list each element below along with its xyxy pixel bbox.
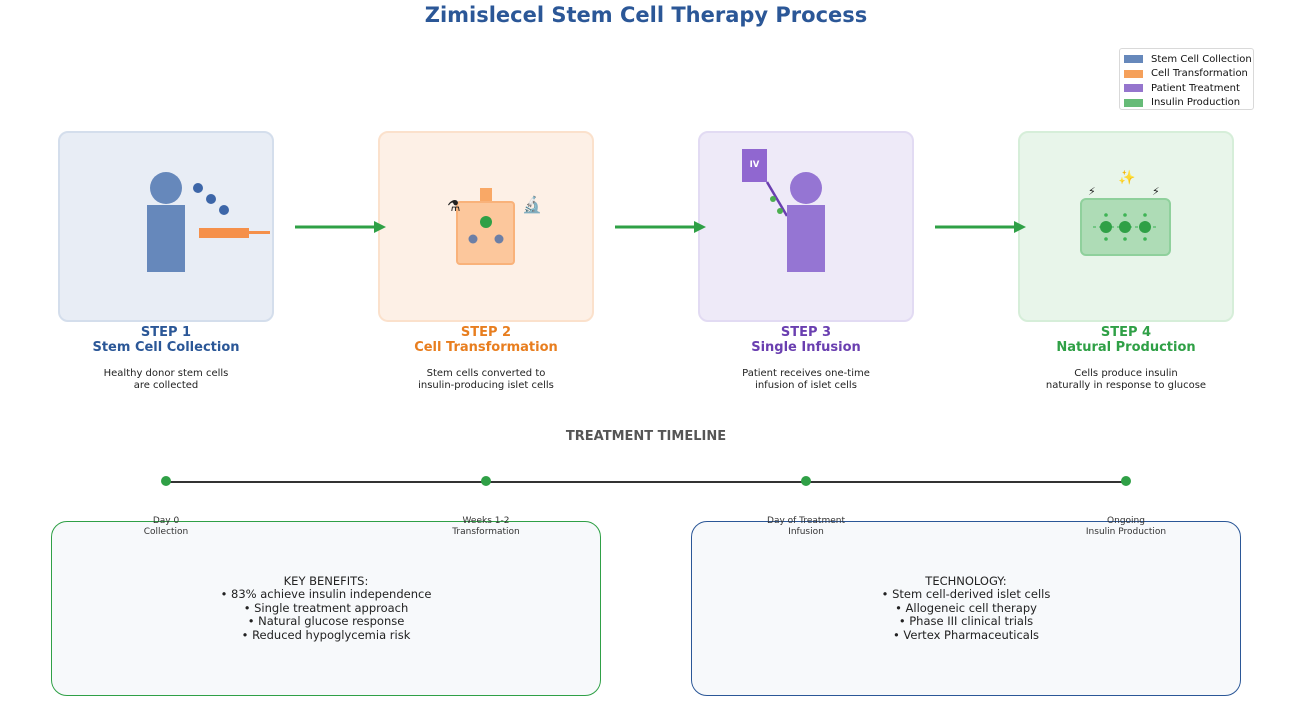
timeline-dot bbox=[481, 476, 491, 486]
legend-swatch bbox=[1124, 55, 1143, 64]
timeline-dot bbox=[161, 476, 171, 486]
step3-name: Single Infusion bbox=[751, 340, 861, 355]
arrow-icon bbox=[615, 221, 706, 233]
legend-item: Patient Treatment bbox=[1124, 81, 1253, 96]
benefit-item: • 83% achieve insulin independence bbox=[220, 587, 432, 602]
technology-item: • Allogeneic cell therapy bbox=[895, 600, 1037, 615]
arrow-icon bbox=[295, 221, 386, 233]
legend-label: Cell Transformation bbox=[1151, 68, 1248, 80]
legend-label: Insulin Production bbox=[1151, 97, 1241, 109]
technology-box: TECHNOLOGY: • Stem cell-derived islet ce… bbox=[691, 521, 1241, 696]
legend-item: Insulin Production bbox=[1124, 96, 1253, 111]
benefit-item: • Natural glucose response bbox=[247, 614, 405, 629]
timeline-dot bbox=[1121, 476, 1131, 486]
step2-name: Cell Transformation bbox=[414, 340, 558, 355]
syringe-icon bbox=[199, 228, 270, 238]
step2-number: STEP 2 bbox=[460, 325, 512, 340]
patient-person-icon bbox=[787, 172, 825, 272]
step3-number: STEP 3 bbox=[780, 325, 832, 340]
timeline-title: TREATMENT TIMELINE bbox=[565, 429, 727, 444]
flask-icon: ⚗ bbox=[447, 197, 461, 215]
page-title: Zimislecel Stem Cell Therapy Process bbox=[424, 3, 868, 27]
timeline-line bbox=[166, 481, 1126, 483]
step1-number: STEP 1 bbox=[140, 325, 192, 340]
iv-label: IV bbox=[749, 160, 760, 170]
benefit-item: • Reduced hypoglycemia risk bbox=[241, 627, 411, 642]
microscope-icon: 🔬 bbox=[522, 195, 542, 214]
benefit-item: • Single treatment approach bbox=[243, 600, 409, 615]
key-benefits-box: KEY BENEFITS: • 83% achieve insulin inde… bbox=[51, 521, 601, 696]
legend: Stem Cell Collection Cell Transformation… bbox=[1119, 48, 1254, 110]
islet-cells-icon bbox=[1080, 198, 1171, 256]
step4-name: Natural Production bbox=[1056, 340, 1196, 355]
legend-item: Stem Cell Collection bbox=[1124, 52, 1253, 67]
legend-label: Patient Treatment bbox=[1151, 82, 1240, 94]
legend-item: Cell Transformation bbox=[1124, 67, 1253, 82]
arrow-icon bbox=[935, 221, 1026, 233]
iv-bag-icon bbox=[742, 149, 789, 217]
lightning-icon: ⚡ bbox=[1152, 185, 1160, 198]
lightning-icon: ⚡ bbox=[1088, 185, 1096, 198]
legend-swatch bbox=[1124, 69, 1143, 78]
step4-number: STEP 4 bbox=[1100, 325, 1152, 340]
donor-person-icon bbox=[147, 172, 229, 272]
timeline-dot bbox=[801, 476, 811, 486]
benefits-heading: KEY BENEFITS: bbox=[283, 573, 369, 588]
bioreactor-icon bbox=[456, 188, 515, 265]
technology-item: • Vertex Pharmaceuticals bbox=[892, 627, 1040, 642]
technology-heading: TECHNOLOGY: bbox=[925, 573, 1007, 588]
technology-item: • Stem cell-derived islet cells bbox=[881, 587, 1051, 602]
step1-name: Stem Cell Collection bbox=[92, 340, 240, 355]
legend-label: Stem Cell Collection bbox=[1151, 53, 1252, 65]
sparkle-icon: ✨ bbox=[1118, 170, 1136, 186]
legend-swatch bbox=[1124, 84, 1143, 93]
technology-item: • Phase III clinical trials bbox=[898, 614, 1034, 629]
legend-swatch bbox=[1124, 98, 1143, 107]
